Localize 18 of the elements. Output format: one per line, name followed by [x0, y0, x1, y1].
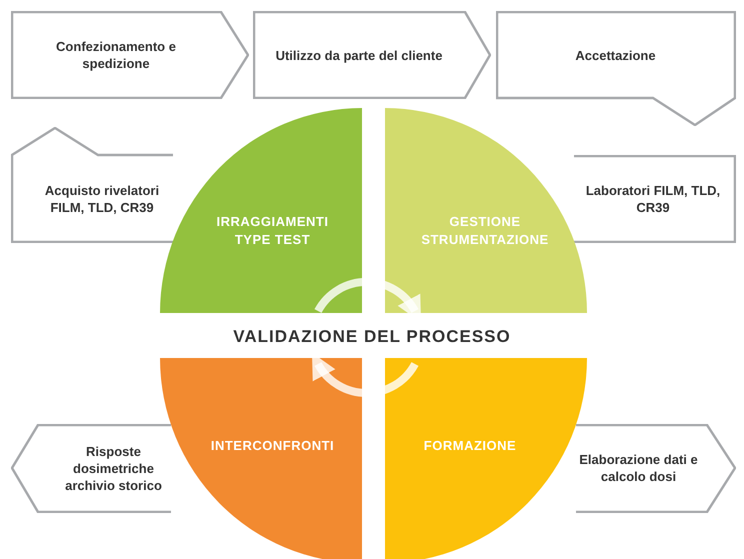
quadrant-segment — [160, 108, 362, 313]
diagram-title: VALIDAZIONE DEL PROCESSO — [232, 326, 512, 348]
box-label: Utilizzo da parte del cliente — [276, 46, 442, 64]
quadrant-label: IRRAGGIAMENTI TYPE TEST — [216, 212, 330, 248]
box-label: Risposte dosimetriche archivio storico — [64, 442, 163, 494]
chevron-box — [253, 11, 491, 99]
box-label: Elaborazione dati e calcolo dosi — [578, 451, 699, 485]
down-arrow-box — [496, 11, 736, 126]
chevron-box — [11, 11, 249, 99]
quadrant-label: FORMAZIONE — [424, 436, 516, 454]
box-label: Accettazione — [575, 46, 656, 64]
box-label: Confezionamento e spedizione — [55, 38, 177, 72]
quadrant-label: GESTIONE STRUMENTAZIONE — [420, 212, 550, 248]
quadrant-label: INTERCONFRONTI — [210, 436, 334, 454]
quadrant-segment — [160, 358, 362, 559]
quadrant-segment — [385, 108, 587, 313]
box-label: Acquisto rivelatori FILM, TLD, CR39 — [44, 182, 160, 216]
box-label: Laboratori FILM, TLD, CR39 — [584, 182, 722, 216]
